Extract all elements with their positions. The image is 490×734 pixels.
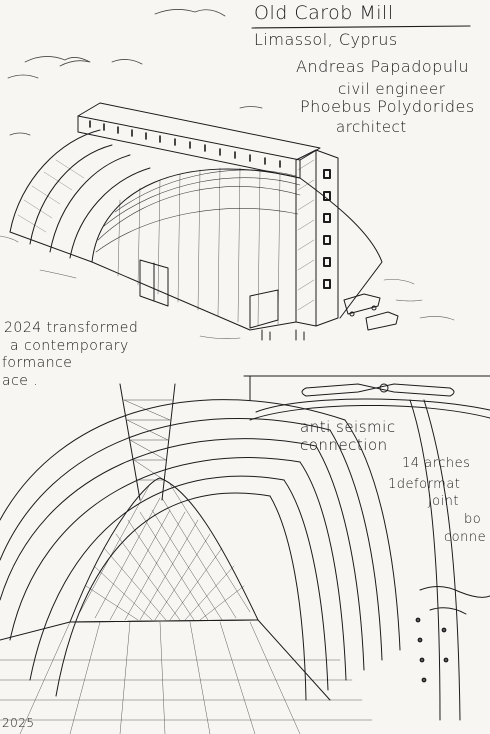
title-underline [251, 25, 471, 29]
connection-label-line-2: connection [300, 436, 388, 454]
mill-exterior [0, 102, 455, 341]
building-title: Old Carob Mill [254, 2, 394, 24]
note-left-line-1: 2024 transformed [4, 320, 139, 336]
engineer-name: Andreas Papadopulu [296, 57, 470, 76]
connection-detail [243, 375, 490, 721]
note-left-line-4: ace . [2, 373, 39, 389]
note-left-line-3: formance [2, 355, 73, 371]
mill-interior [0, 383, 401, 734]
note-right-line-3: joint [428, 494, 460, 509]
note-right-line-4: bo [464, 512, 482, 527]
sketch-year: 2025 [2, 716, 35, 730]
note-right-line-1: 14 arches [402, 456, 471, 471]
sky-scribbles [7, 9, 263, 136]
note-right-line-2: 1deformat [388, 477, 461, 492]
architect-role: architect [336, 118, 407, 136]
note-left-line-2: a contemporary [10, 338, 129, 354]
building-location: Limassol, Cyprus [254, 30, 398, 49]
engineer-role: civil engineer [338, 80, 446, 98]
note-right-line-5: conne [444, 530, 487, 545]
connection-label-line-1: anti seismic [300, 418, 396, 436]
architect-name: Phoebus Polydorides [300, 97, 475, 116]
